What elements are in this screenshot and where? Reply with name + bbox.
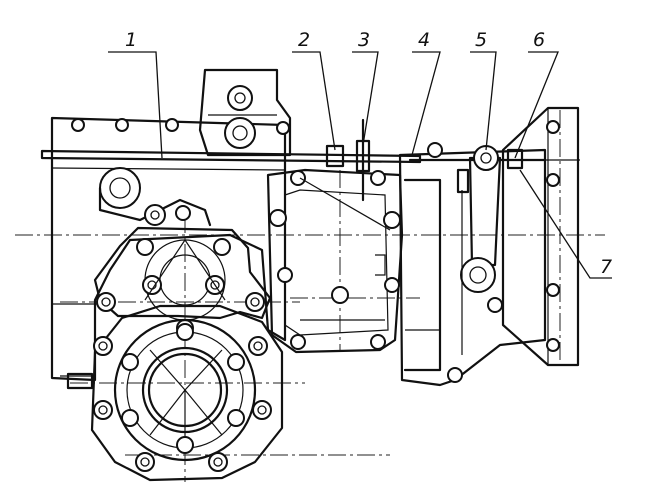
top-bracket (198, 68, 292, 157)
callout-6: 6 (533, 29, 545, 51)
main-housing (50, 116, 290, 390)
callout-1: 1 (125, 29, 137, 51)
callout-5: 5 (475, 29, 487, 51)
end-flange (501, 106, 580, 367)
callout-7: 7 (600, 256, 612, 278)
callout-2: 2 (298, 29, 310, 51)
output-flange (90, 304, 284, 482)
callout-3: 3 (358, 29, 370, 51)
right-housing (398, 142, 547, 387)
left-boss (98, 167, 212, 227)
callout-labels: 1 2 3 4 5 6 7 (125, 29, 612, 278)
callout-4: 4 (418, 29, 430, 51)
leader-lines (108, 51, 612, 279)
shift-lever (456, 145, 502, 355)
middle-cover-plate (266, 168, 404, 354)
